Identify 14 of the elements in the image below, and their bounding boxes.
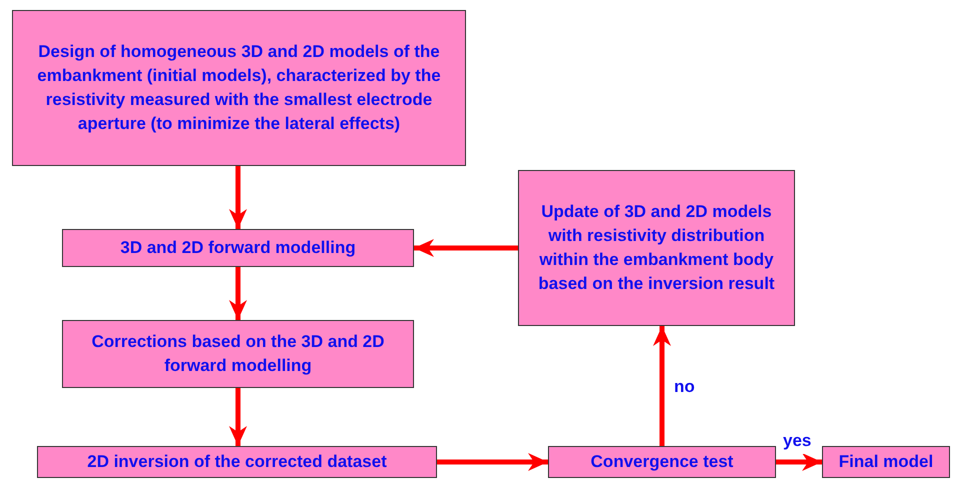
process-box: 2D inversion of the corrected dataset bbox=[37, 446, 437, 478]
arrow bbox=[414, 239, 518, 257]
process-box: Update of 3D and 2D models with resistivity distribution within the embankment body based on the inversion result bbox=[518, 170, 795, 326]
process-box: Design of homogeneous 3D and 2D models of the embankment (initial models), characterized by the resistivity measured with the smallest electrode aperture (to minimize the lateral effects) bbox=[12, 10, 466, 166]
arrow bbox=[776, 453, 822, 471]
arrow bbox=[229, 267, 247, 320]
arrow bbox=[437, 453, 548, 471]
process-box: Convergence test bbox=[548, 446, 776, 478]
arrow bbox=[229, 166, 247, 229]
arrow bbox=[229, 388, 247, 446]
process-box: Final model bbox=[822, 446, 950, 478]
arrow bbox=[653, 326, 671, 446]
process-box: Corrections based on the 3D and 2D forward modelling bbox=[62, 320, 414, 388]
process-box: 3D and 2D forward modelling bbox=[62, 229, 414, 267]
